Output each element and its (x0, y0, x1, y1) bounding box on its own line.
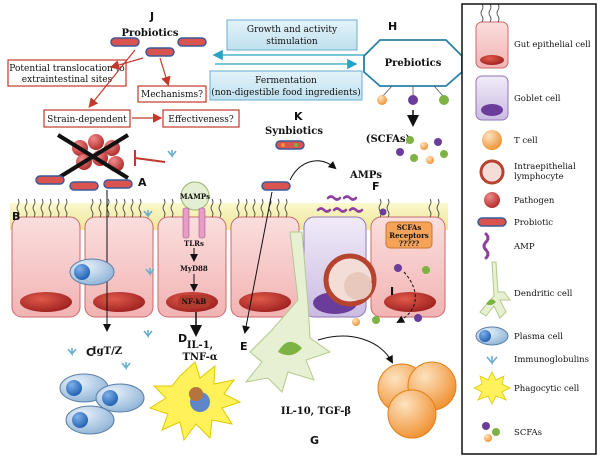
scfa-receptors-line-1: SCFAs (397, 223, 422, 232)
legend-label-7: Dendritic cell (514, 289, 573, 299)
legend-label-6: AMP (513, 242, 535, 252)
legend-label-4: Pathogen (514, 196, 555, 206)
label-e: E (240, 340, 248, 353)
growth-line-1: Growth and activity (247, 25, 338, 35)
goblet-cell-icon (475, 75, 509, 121)
legend-label-10: Phagocytic cell (514, 384, 579, 394)
growth-line-2: stimulation (266, 37, 318, 47)
dendritic-cell (244, 231, 332, 393)
scfa-receptors-box (385, 221, 433, 249)
phagocytic-cell-icon (473, 371, 511, 405)
scfas-label: (SCFAs) (366, 134, 411, 145)
scfa-purple-dot (408, 95, 418, 105)
growth-box (226, 19, 358, 51)
effectiveness-text: Effectiveness? (168, 115, 234, 125)
scfa-receptors-line-3: ????? (399, 239, 420, 248)
label-b: B (12, 210, 20, 223)
translocation-box (7, 59, 127, 87)
nfkb-badge (178, 295, 210, 308)
main-panel: J Probiotics Potential translocation to … (7, 10, 463, 447)
strain-box (43, 109, 131, 128)
pathogen-cluster (56, 133, 130, 180)
legend-label-5: Probiotic (514, 218, 553, 228)
effectiveness-box (162, 109, 240, 128)
igt-label: IgT/Z (92, 346, 122, 357)
strain-text: Strain-dependent (47, 115, 127, 125)
label-i: I (390, 285, 394, 298)
legend-label-11: SCFAs (514, 428, 542, 438)
legend-label-9: Immunoglobulins (514, 355, 589, 365)
plasma-cells-cluster (59, 373, 145, 435)
scfa-receptors-line-2: Receptors (389, 231, 428, 240)
probiotic-icon (477, 217, 507, 227)
label-j: J (149, 10, 154, 23)
scfas-icon (482, 422, 500, 442)
scfa-cluster (396, 136, 448, 164)
intraepithelial-lymphocyte-icon (479, 159, 505, 185)
fermentation-line-1: Fermentation (255, 76, 317, 86)
legend-label-8: Plasma cell (514, 332, 563, 342)
label-a: A (138, 176, 147, 189)
mechanisms-box (137, 85, 207, 103)
legend-label-3a: Intraepithelial (514, 162, 576, 172)
j-arrows (88, 49, 171, 123)
translocation-line-2: extraintestinal sites (22, 75, 113, 85)
label-h: H (388, 20, 397, 33)
nfkb-label: NF-kB (182, 297, 207, 306)
il1-line-2: TNF-α (182, 352, 217, 363)
myd88-label: MyD88 (180, 264, 208, 273)
il10-label: IL-10, TGF-β (281, 406, 352, 417)
dendritic-cell-icon (479, 261, 511, 319)
fermentation-box (209, 70, 363, 101)
prebiotics-octagon (363, 39, 463, 87)
legend: Gut epithelial cell Goblet cell T cell I… (461, 3, 597, 455)
immunoglobulins-icon (486, 356, 498, 366)
legend-label-2: T cell (514, 136, 538, 146)
legend-label-0: Gut epithelial cell (514, 40, 591, 50)
label-f: F (372, 180, 380, 193)
scfa-orange-dot (377, 95, 387, 105)
probiotics-title: Probiotics (121, 28, 178, 39)
synbiotics-title: Synbiotics (265, 126, 323, 137)
label-k: K (294, 110, 303, 123)
prebiotics-title: Prebiotics (385, 58, 442, 69)
gut-epithelial-cell-icon (475, 3, 509, 69)
translocation-line-1: Potential translocation to (9, 64, 124, 74)
label-c: C (86, 346, 94, 359)
t-cell-cluster (377, 361, 457, 439)
scfa-green-dot (439, 95, 449, 105)
mamps-label: MAMPs (180, 192, 210, 201)
label-d: D (178, 332, 187, 345)
t-cell-icon (482, 130, 502, 150)
legend-label-3b: lymphocyte (514, 172, 564, 182)
il1-line-1: IL-1, (187, 340, 213, 351)
tlr-receptors (182, 207, 206, 239)
plasma-cell-icon (475, 326, 509, 346)
mamps-circle (180, 181, 210, 211)
amps-label: AMPs (349, 170, 382, 181)
receptor-scfas (352, 208, 430, 326)
amp-icon (482, 232, 490, 260)
pathogen-icon (484, 192, 500, 208)
plasma-cell-epithelium (69, 258, 115, 286)
immunoglobulins (67, 150, 177, 371)
h-arrows (212, 49, 370, 70)
mechanisms-text: Mechanisms? (141, 90, 203, 100)
tlrs-label: TLRs (184, 239, 204, 248)
label-g: G (310, 434, 319, 447)
legend-label-1: Goblet cell (514, 94, 561, 104)
fermentation-line-2: (non-digestible food ingredients) (211, 87, 361, 98)
